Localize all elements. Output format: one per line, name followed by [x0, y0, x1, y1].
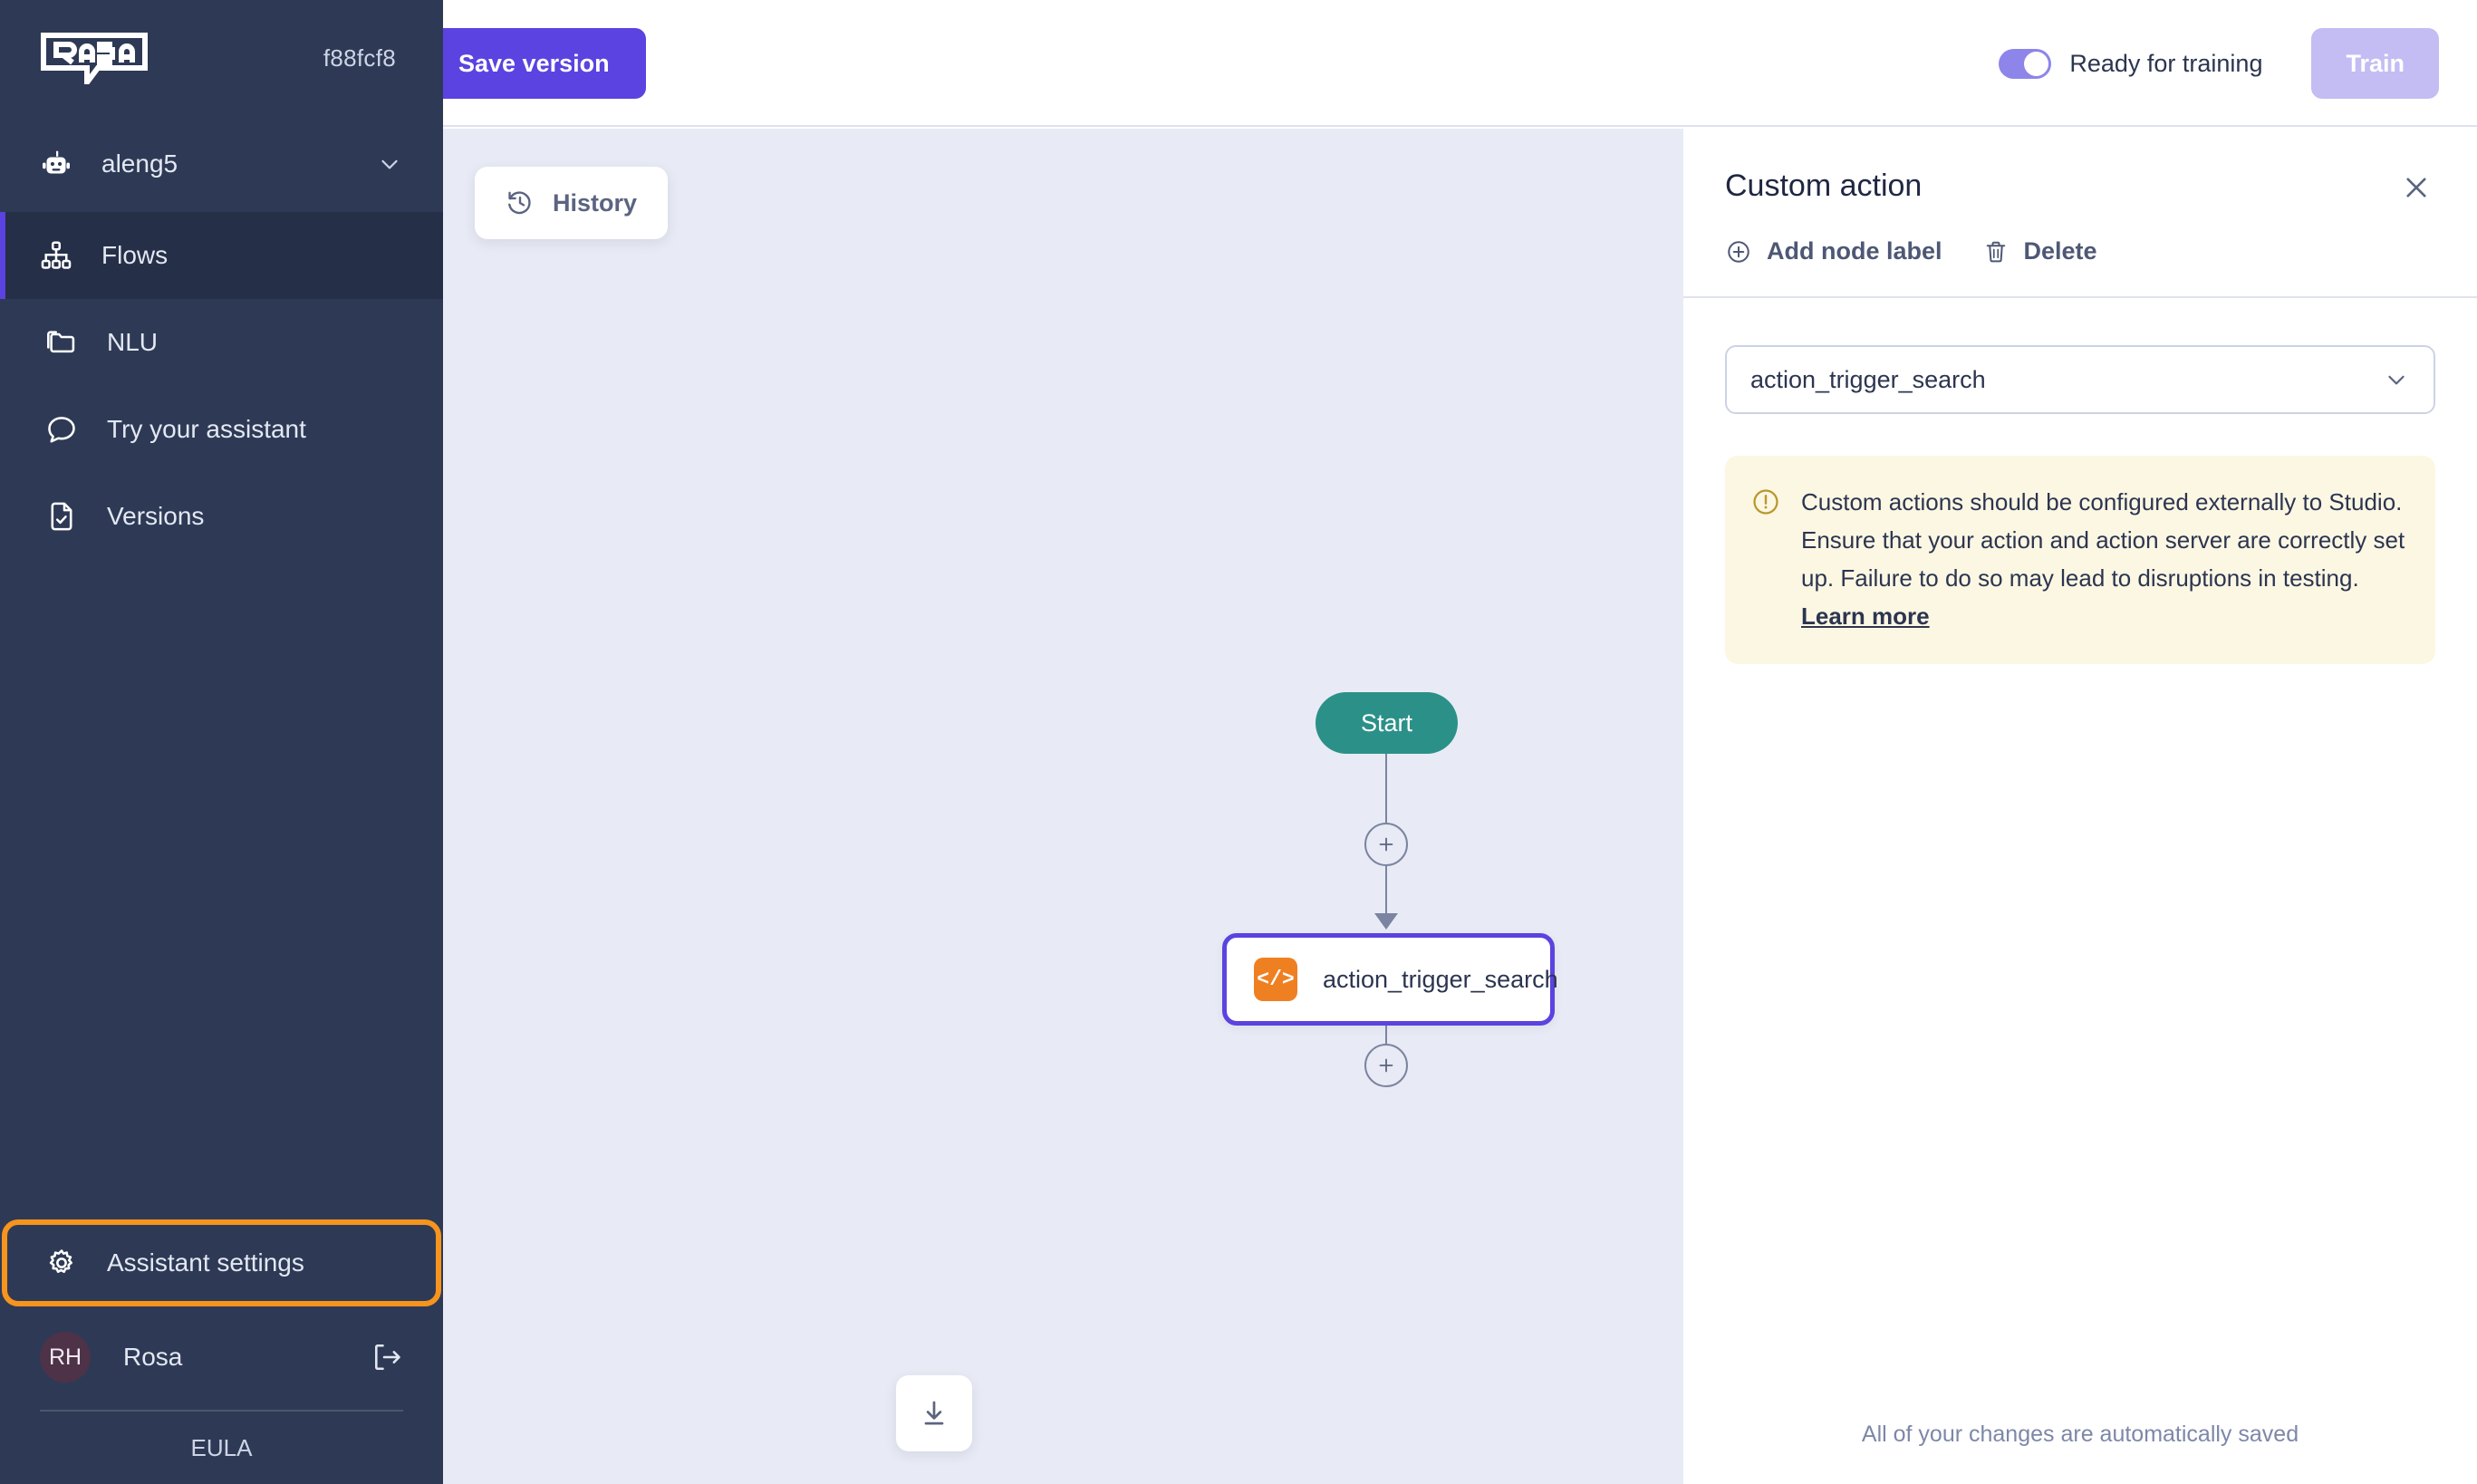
plus-icon: [1379, 1058, 1393, 1073]
chevron-down-icon: [2388, 375, 2405, 385]
history-icon: [508, 191, 531, 215]
toggle-knob: [2024, 51, 2049, 76]
flow-arrow-head: [1374, 913, 1398, 930]
trash-icon: [1986, 241, 2005, 262]
panel-title-row: Custom action: [1725, 169, 2435, 207]
project-id: f88fcf8: [323, 43, 396, 72]
flow-graph: Start </> action_trigger_search: [443, 129, 1683, 1484]
flow-edge-action-to-plus: [1385, 1026, 1387, 1046]
header-right-controls: Ready for training Train: [1999, 0, 2439, 127]
train-button[interactable]: Train: [2311, 28, 2439, 99]
flow-canvas[interactable]: History Start </> action_trigger_search: [443, 129, 1683, 1484]
sidebar-item-label: NLU: [107, 328, 159, 356]
warning-circle-icon: [1753, 489, 1778, 515]
close-x-icon: [2406, 178, 2426, 198]
custom-action-panel: Custom action Add node label: [1683, 129, 2477, 1484]
assistant-name: aleng5: [101, 149, 178, 178]
logout-icon[interactable]: [371, 1341, 403, 1373]
sidebar-item-try-your-assistant[interactable]: Try your assistant: [0, 386, 443, 473]
sidebar-item-assistant-settings[interactable]: Assistant settings: [2, 1219, 441, 1306]
folders-icon: [47, 331, 75, 353]
ready-for-training-control[interactable]: Ready for training: [1999, 48, 2263, 79]
file-check-icon: [51, 502, 72, 531]
sidebar-item-flows[interactable]: Flows: [0, 212, 443, 299]
user-name: Rosa: [123, 1343, 183, 1371]
plus-icon: [1379, 837, 1393, 852]
ready-for-training-toggle[interactable]: [1999, 48, 2052, 79]
robot-icon: [43, 150, 70, 174]
callout-text: Custom actions should be configured exte…: [1801, 483, 2406, 635]
flow-add-step-button-bottom[interactable]: [1364, 1044, 1408, 1087]
user-row[interactable]: RH Rosa: [0, 1314, 443, 1401]
assistant-selector[interactable]: aleng5: [0, 116, 443, 212]
flow-edge-plus-to-action: [1385, 866, 1387, 917]
custom-action-select[interactable]: action_trigger_search: [1725, 345, 2435, 414]
callout-body: Custom actions should be configured exte…: [1801, 488, 2405, 593]
flow-node-custom-action-label: action_trigger_search: [1323, 965, 1558, 993]
chat-bubble-icon: [48, 417, 75, 443]
panel-divider: [1683, 296, 2477, 298]
ready-for-training-label: Ready for training: [2069, 49, 2263, 77]
flow-node-start-label: Start: [1360, 708, 1413, 737]
history-button[interactable]: History: [475, 167, 669, 239]
gear-icon: [49, 1249, 72, 1274]
eula-link[interactable]: EULA: [190, 1433, 253, 1461]
sidebar-logo-row: f88fcf8: [0, 0, 443, 116]
sidebar: f88fcf8 aleng5: [0, 0, 443, 1484]
panel-body: action_trigger_search Custom actions sho…: [1683, 298, 2477, 1384]
flow-node-start[interactable]: Start: [1316, 692, 1458, 754]
history-button-label: History: [553, 188, 638, 217]
custom-action-warning-callout: Custom actions should be configured exte…: [1725, 456, 2435, 665]
sidebar-nav: Flows NLU Try your assistant: [0, 212, 443, 560]
save-version-button[interactable]: Save version: [422, 28, 646, 99]
custom-action-select-value: action_trigger_search: [1750, 365, 1986, 393]
sidebar-item-label: Versions: [107, 502, 205, 530]
learn-more-link[interactable]: Learn more: [1801, 602, 1930, 631]
close-icon[interactable]: [2397, 169, 2435, 207]
download-button[interactable]: [896, 1375, 972, 1451]
delete-button[interactable]: Delete: [1982, 237, 2097, 265]
chevron-down-icon: [381, 159, 398, 169]
code-icon-glyph: </>: [1257, 968, 1295, 991]
avatar: RH: [40, 1332, 91, 1383]
hierarchy-icon: [41, 241, 72, 269]
delete-button-text: Delete: [2023, 237, 2097, 265]
rasa-logo-icon: [41, 33, 148, 84]
autosave-status: All of your changes are automatically sa…: [1861, 1421, 2299, 1447]
sidebar-item-nlu[interactable]: NLU: [0, 299, 443, 386]
sidebar-item-label: Flows: [101, 241, 169, 269]
flow-edge-start-to-plus: [1385, 754, 1387, 830]
download-icon: [924, 1401, 944, 1425]
plus-circle-icon: [1728, 240, 1749, 263]
sidebar-item-versions[interactable]: Versions: [0, 473, 443, 560]
code-icon: </>: [1254, 958, 1297, 1001]
sidebar-item-label: Try your assistant: [107, 415, 306, 443]
sidebar-spacer: [0, 560, 443, 1219]
sidebar-divider: [40, 1410, 403, 1412]
page-title: Custom action: [1725, 169, 1923, 203]
add-node-label-button[interactable]: Add node label: [1725, 237, 1942, 265]
add-node-label-text: Add node label: [1767, 237, 1942, 265]
panel-header: Custom action Add node label: [1683, 129, 2477, 296]
flow-add-step-button-top[interactable]: [1364, 823, 1408, 866]
sidebar-item-label: Assistant settings: [107, 1248, 304, 1277]
flow-node-custom-action[interactable]: </> action_trigger_search: [1222, 933, 1558, 1026]
panel-actions: Add node label Delete: [1725, 237, 2435, 296]
